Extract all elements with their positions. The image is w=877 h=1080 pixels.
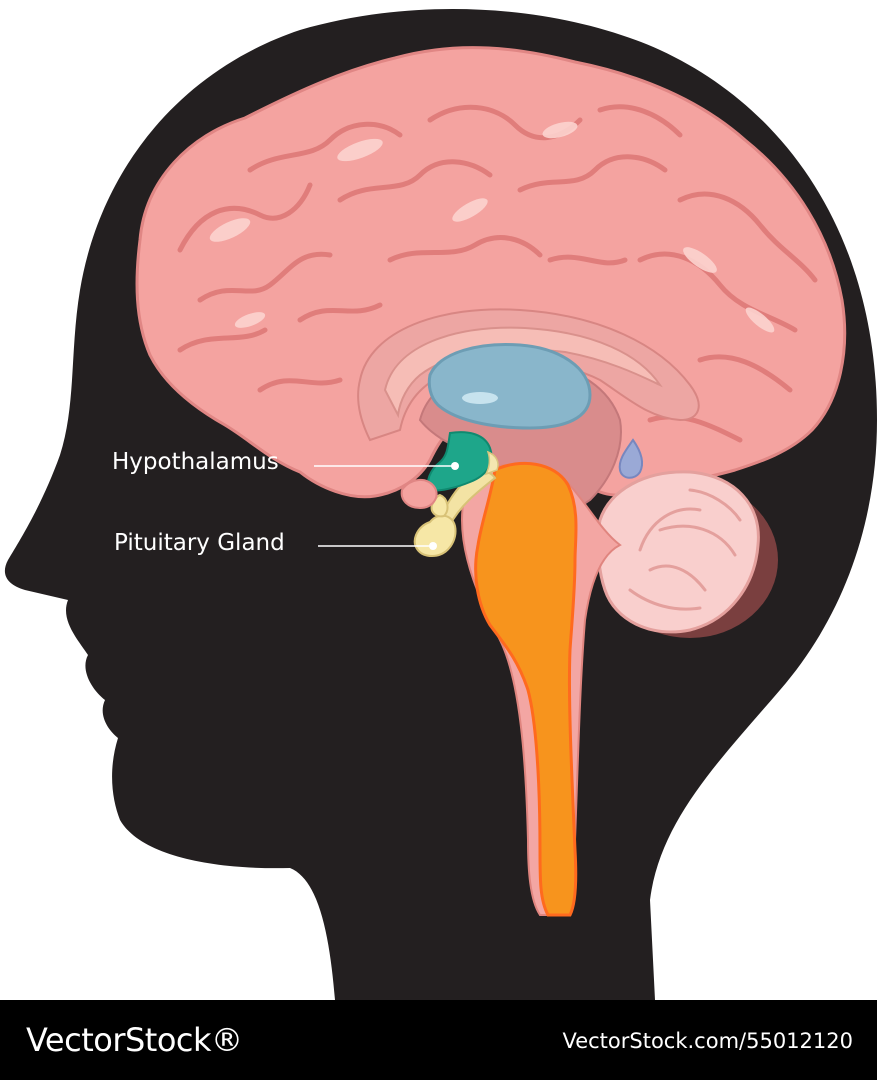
brain-diagram <box>0 0 877 1000</box>
ventricle-highlight <box>462 392 498 404</box>
vectorstock-url: VectorStock.com/55012120 <box>562 1028 853 1054</box>
ventricle <box>429 344 590 428</box>
hypothalamus-pointer-dot <box>451 462 459 470</box>
vectorstock-logo: VectorStock® <box>26 1020 243 1060</box>
orbitofrontal-curl <box>402 480 437 508</box>
watermark-footer: VectorStock® VectorStock.com/55012120 <box>0 1000 877 1080</box>
hypothalamus-label: Hypothalamus <box>112 449 279 475</box>
pituitary-gland-label: Pituitary Gland <box>114 530 285 556</box>
pituitary-pointer-dot <box>429 542 437 550</box>
